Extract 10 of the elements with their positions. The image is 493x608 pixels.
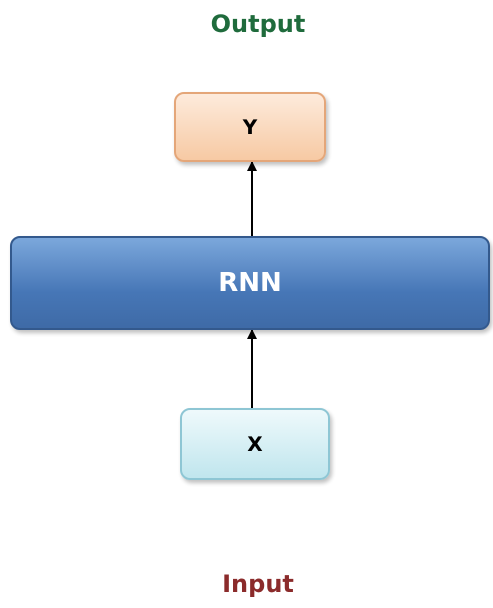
heading-label: Output xyxy=(210,10,306,38)
heading-label: Input xyxy=(222,570,294,598)
node-label: Y xyxy=(242,115,258,139)
process-box xyxy=(180,408,330,480)
node-label: X xyxy=(247,432,263,456)
arrow xyxy=(247,329,257,408)
process-box xyxy=(10,236,490,330)
process-box xyxy=(174,92,326,162)
node-label: RNN xyxy=(218,268,282,298)
arrow xyxy=(247,161,257,236)
